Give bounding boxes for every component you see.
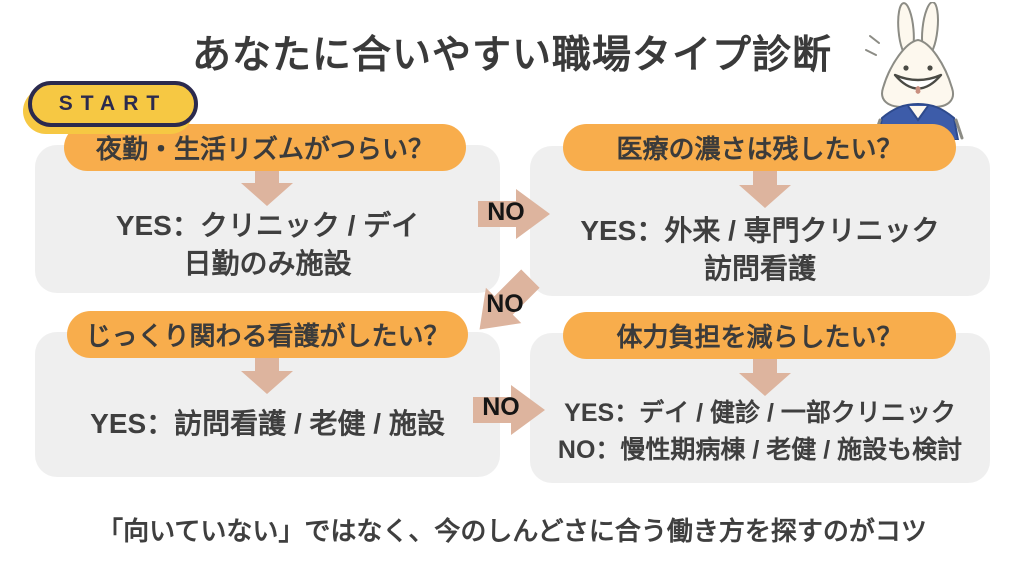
arrow-down-left-no-icon <box>479 269 540 330</box>
rabbit-tongue <box>915 86 921 94</box>
answer-text-4: YES：デイ / 健診 / 一部クリニック NO：慢性期病棟 / 老健 / 施設… <box>530 395 990 469</box>
rabbit-eye <box>927 65 933 71</box>
question-pill-4: 体力負担を減らしたい？ <box>563 312 956 359</box>
rabbit-nurse-icon <box>865 2 964 140</box>
page-title: あなたに合いやすい職場タイプ診断 <box>191 34 832 77</box>
question-pill-3: じっくり関わる看護がしたい？ <box>67 311 468 358</box>
arrow-down-icon <box>739 170 791 208</box>
question-pill-1: 夜勤・生活リズムがつらい？ <box>64 124 466 171</box>
arrow-down-icon <box>241 356 293 394</box>
sparkle-icon <box>865 35 880 56</box>
arrow-down-icon <box>739 358 791 396</box>
answer-text-3: YES：訪問看護 / 老健 / 施設 <box>35 402 500 442</box>
arrow-down-icon <box>241 168 293 206</box>
question-pill-2: 医療の濃さは残したい？ <box>563 124 956 171</box>
no-connector-label: NO <box>482 393 520 421</box>
footer-tip: 「向いていない」ではなく、今のしんどさに合う働き方を探すのがコツ <box>97 516 927 546</box>
rabbit-eye <box>903 65 909 71</box>
no-connector-label: NO <box>486 290 524 318</box>
rabbit-head <box>881 38 954 108</box>
rabbit-collar <box>907 105 929 122</box>
rabbit-smile <box>893 73 943 90</box>
answer-line: YES：クリニック / デイ <box>115 210 420 241</box>
start-button[interactable]: START <box>28 81 198 127</box>
no-connector-label: NO <box>487 198 525 226</box>
answer-text-2: YES：外来 / 専門クリニック 訪問看護 <box>530 212 990 288</box>
answer-text-1: YES：クリニック / デイ 日勤のみ施設 <box>35 207 500 283</box>
answer-line: YES：デイ / 健診 / 一部クリニック <box>564 399 956 427</box>
answer-line: NO：慢性期病棟 / 老健 / 施設も検討 <box>557 436 963 464</box>
answer-line: 日勤のみ施設 <box>183 248 352 279</box>
answer-line: 訪問看護 <box>703 253 816 284</box>
answer-line: YES：外来 / 専門クリニック <box>580 215 940 246</box>
answer-line: YES：訪問看護 / 老健 / 施設 <box>90 408 445 439</box>
arrow-right-no-icon <box>478 189 550 239</box>
arrow-right-no-icon <box>473 385 545 435</box>
